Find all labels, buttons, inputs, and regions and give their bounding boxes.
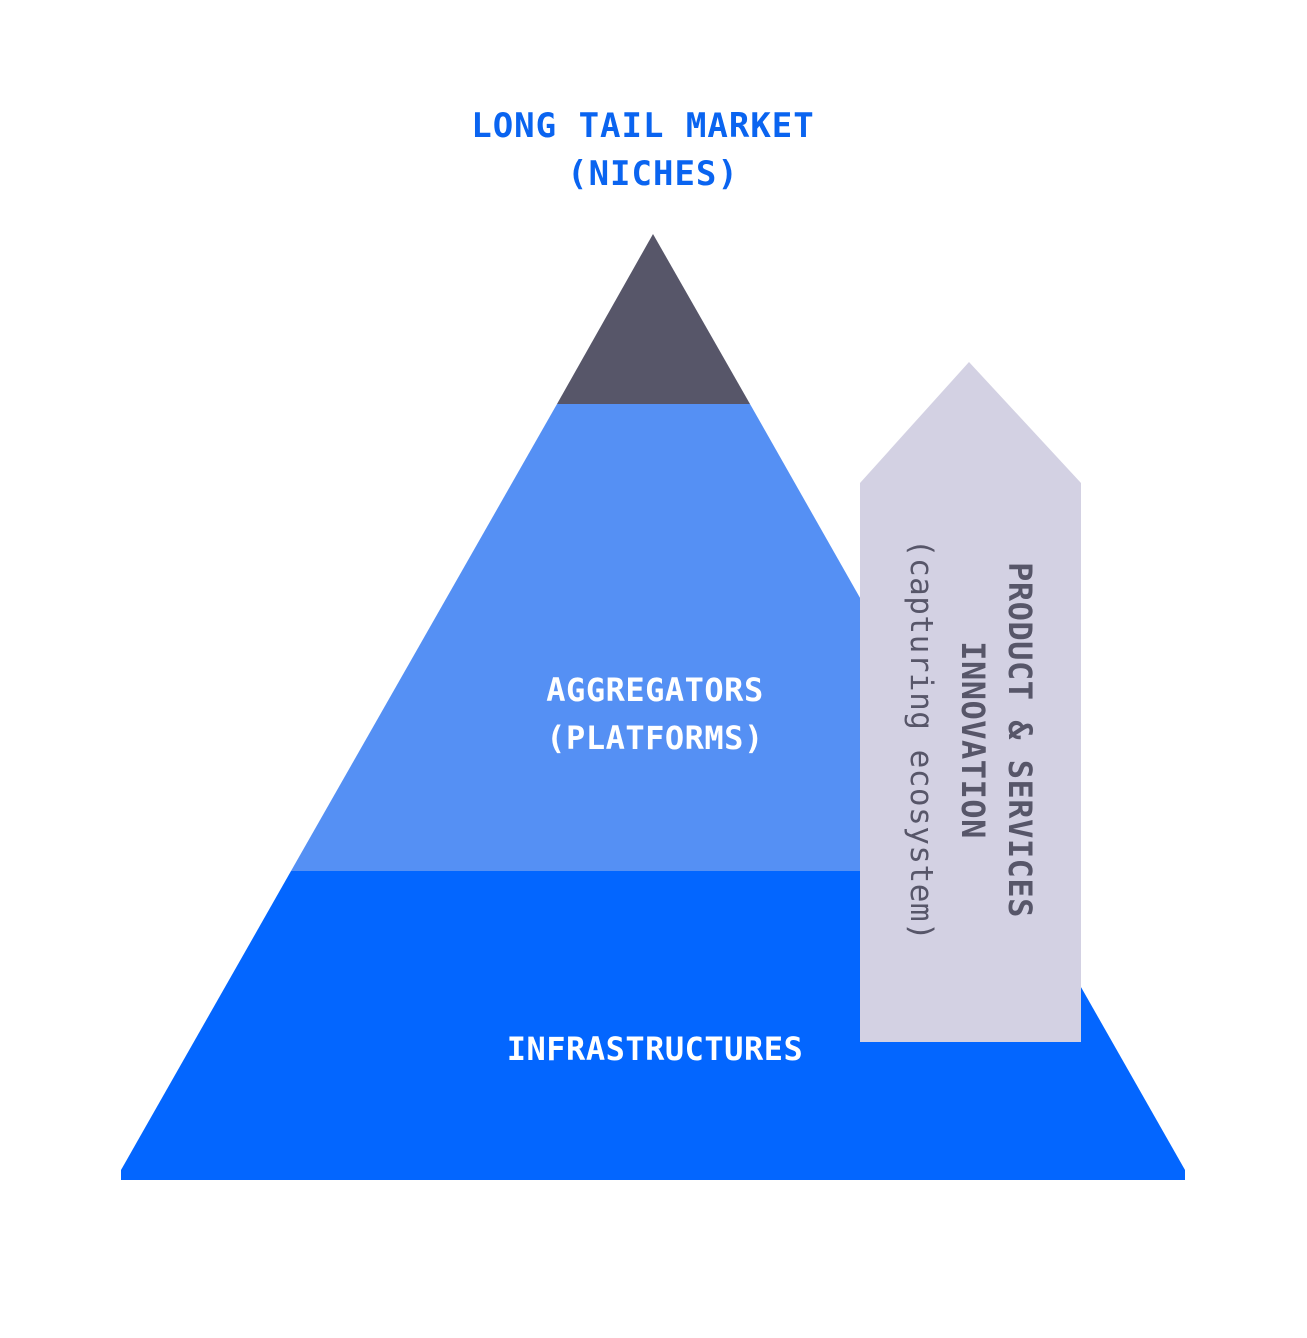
title-line-1: LONG TAIL MARKET	[471, 106, 815, 146]
pyramid-title: LONG TAIL MARKET (NICHES)	[471, 106, 815, 194]
arrow-shape	[860, 362, 1081, 1042]
middle-layer-label-line-2: (PLATFORMS)	[546, 719, 763, 757]
arrow-label-line-1: PRODUCT & SERVICES	[1001, 562, 1039, 918]
bottom-layer-label: INFRASTRUCTURES	[507, 1030, 803, 1068]
title-line-2: (NICHES)	[567, 154, 739, 194]
innovation-arrow: PRODUCT & SERVICES INNOVATION (capturing…	[860, 362, 1081, 1042]
pyramid-middle-layer	[291, 404, 1015, 871]
arrow-label-line-3: (capturing ecosystem)	[903, 539, 939, 941]
pyramid-top-layer	[557, 234, 750, 404]
arrow-label-line-2: INNOVATION	[954, 641, 992, 839]
middle-layer-label-line-1: AGGREGATORS	[546, 671, 763, 709]
middle-layer-label: AGGREGATORS (PLATFORMS)	[546, 671, 763, 757]
